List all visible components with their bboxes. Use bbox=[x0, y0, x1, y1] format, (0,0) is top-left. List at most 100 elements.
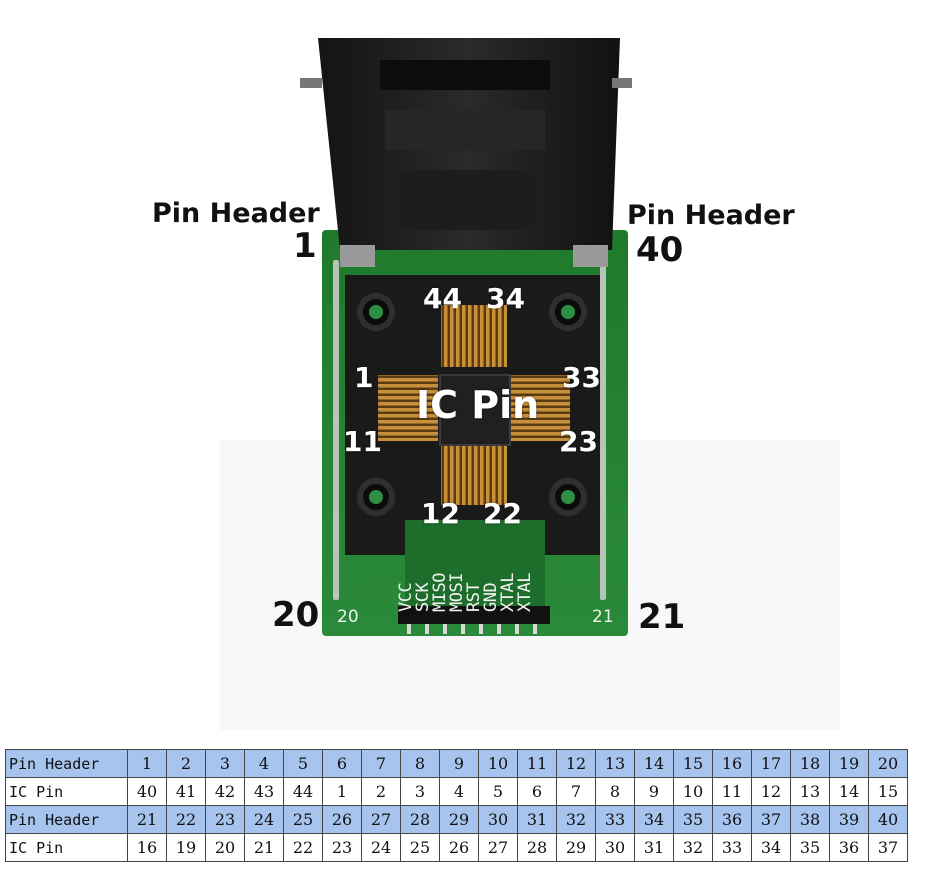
table-cell: 34 bbox=[634, 805, 674, 834]
table-cell: 21 bbox=[127, 805, 167, 834]
table-cell: 2 bbox=[361, 777, 401, 806]
table-cell: 32 bbox=[556, 805, 596, 834]
table-cell: 10 bbox=[478, 749, 518, 778]
table-cell: 15 bbox=[673, 749, 713, 778]
table-cell: 26 bbox=[322, 805, 362, 834]
table-cell: 30 bbox=[595, 833, 635, 862]
chip-pin-33: 33 bbox=[562, 361, 601, 394]
table-cell: 18 bbox=[790, 749, 830, 778]
table-cell: 22 bbox=[283, 833, 323, 862]
table-cell: 8 bbox=[400, 749, 440, 778]
table-cell: 25 bbox=[283, 805, 323, 834]
chip-pin-11: 11 bbox=[343, 425, 382, 458]
table-cell: 43 bbox=[244, 777, 284, 806]
signal-pin-labels: VCC SCK MISO MOSI RST GND XTAL XTAL bbox=[396, 452, 535, 612]
signal-pin-label: XTAL bbox=[515, 573, 535, 612]
table-cell: 7 bbox=[556, 777, 596, 806]
pin-header-bottom-left-num: 20 bbox=[272, 595, 320, 635]
silk-20: 20 bbox=[337, 607, 359, 627]
row-header: Pin Header bbox=[5, 749, 128, 778]
table-cell: 13 bbox=[790, 777, 830, 806]
table-cell: 25 bbox=[400, 833, 440, 862]
table-cell: 26 bbox=[439, 833, 479, 862]
chip-pin-12: 12 bbox=[421, 497, 460, 530]
table-cell: 22 bbox=[166, 805, 206, 834]
chip-pin-1: 1 bbox=[354, 361, 374, 394]
table-cell: 38 bbox=[790, 805, 830, 834]
table-cell: 5 bbox=[478, 777, 518, 806]
table-cell: 3 bbox=[400, 777, 440, 806]
table-cell: 6 bbox=[322, 749, 362, 778]
table-cell: 11 bbox=[712, 777, 752, 806]
pin-header-bottom-right-num: 21 bbox=[638, 597, 686, 637]
table-cell: 9 bbox=[634, 777, 674, 806]
table-cell: 42 bbox=[205, 777, 245, 806]
table-cell: 37 bbox=[868, 833, 908, 862]
table-cell: 24 bbox=[361, 833, 401, 862]
table-cell: 33 bbox=[712, 833, 752, 862]
pin-header-right-num: 40 bbox=[636, 230, 684, 270]
table-cell: 14 bbox=[829, 777, 869, 806]
table-cell: 40 bbox=[868, 805, 908, 834]
chip-pin-22: 22 bbox=[483, 497, 522, 530]
table-cell: 44 bbox=[283, 777, 323, 806]
ic-pin-label: IC Pin bbox=[416, 383, 540, 427]
table-cell: 35 bbox=[673, 805, 713, 834]
table-cell: 37 bbox=[751, 805, 791, 834]
table-cell: 36 bbox=[829, 833, 869, 862]
table-cell: 12 bbox=[556, 749, 596, 778]
table-cell: 32 bbox=[673, 833, 713, 862]
table-cell: 35 bbox=[790, 833, 830, 862]
chip-pin-34: 34 bbox=[486, 282, 525, 315]
pin-header-right-label: Pin Header bbox=[627, 200, 795, 231]
table-cell: 4 bbox=[244, 749, 284, 778]
table-cell: 11 bbox=[517, 749, 557, 778]
table-cell: 23 bbox=[322, 833, 362, 862]
table-cell: 30 bbox=[478, 805, 518, 834]
table-cell: 29 bbox=[556, 833, 596, 862]
table-cell: 5 bbox=[283, 749, 323, 778]
chip-pin-23: 23 bbox=[559, 425, 598, 458]
silk-21: 21 bbox=[592, 607, 614, 627]
table-cell: 6 bbox=[517, 777, 557, 806]
table-cell: 33 bbox=[595, 805, 635, 834]
table-cell: 19 bbox=[166, 833, 206, 862]
table-cell: 24 bbox=[244, 805, 284, 834]
table-cell: 29 bbox=[439, 805, 479, 834]
pin-header-left-label: Pin Header bbox=[152, 198, 320, 229]
table-cell: 2 bbox=[166, 749, 206, 778]
row-header: IC Pin bbox=[5, 777, 128, 806]
table-cell: 13 bbox=[595, 749, 635, 778]
table-cell: 20 bbox=[868, 749, 908, 778]
row-header: Pin Header bbox=[5, 805, 128, 834]
table-cell: 1 bbox=[322, 777, 362, 806]
pin-header-left-num: 1 bbox=[293, 226, 317, 266]
table-cell: 31 bbox=[634, 833, 674, 862]
table-cell: 14 bbox=[634, 749, 674, 778]
table-cell: 23 bbox=[205, 805, 245, 834]
chip-pin-44: 44 bbox=[423, 282, 462, 315]
table-cell: 20 bbox=[205, 833, 245, 862]
table-cell: 17 bbox=[751, 749, 791, 778]
table-cell: 16 bbox=[127, 833, 167, 862]
table-cell: 34 bbox=[751, 833, 791, 862]
table-cell: 28 bbox=[400, 805, 440, 834]
table-cell: 12 bbox=[751, 777, 791, 806]
table-cell: 4 bbox=[439, 777, 479, 806]
table-cell: 28 bbox=[517, 833, 557, 862]
table-cell: 40 bbox=[127, 777, 167, 806]
table-cell: 39 bbox=[829, 805, 869, 834]
table-cell: 41 bbox=[166, 777, 206, 806]
table-cell: 21 bbox=[244, 833, 284, 862]
table-cell: 1 bbox=[127, 749, 167, 778]
table-cell: 9 bbox=[439, 749, 479, 778]
table-cell: 27 bbox=[478, 833, 518, 862]
table-cell: 19 bbox=[829, 749, 869, 778]
table-cell: 27 bbox=[361, 805, 401, 834]
table-cell: 36 bbox=[712, 805, 752, 834]
